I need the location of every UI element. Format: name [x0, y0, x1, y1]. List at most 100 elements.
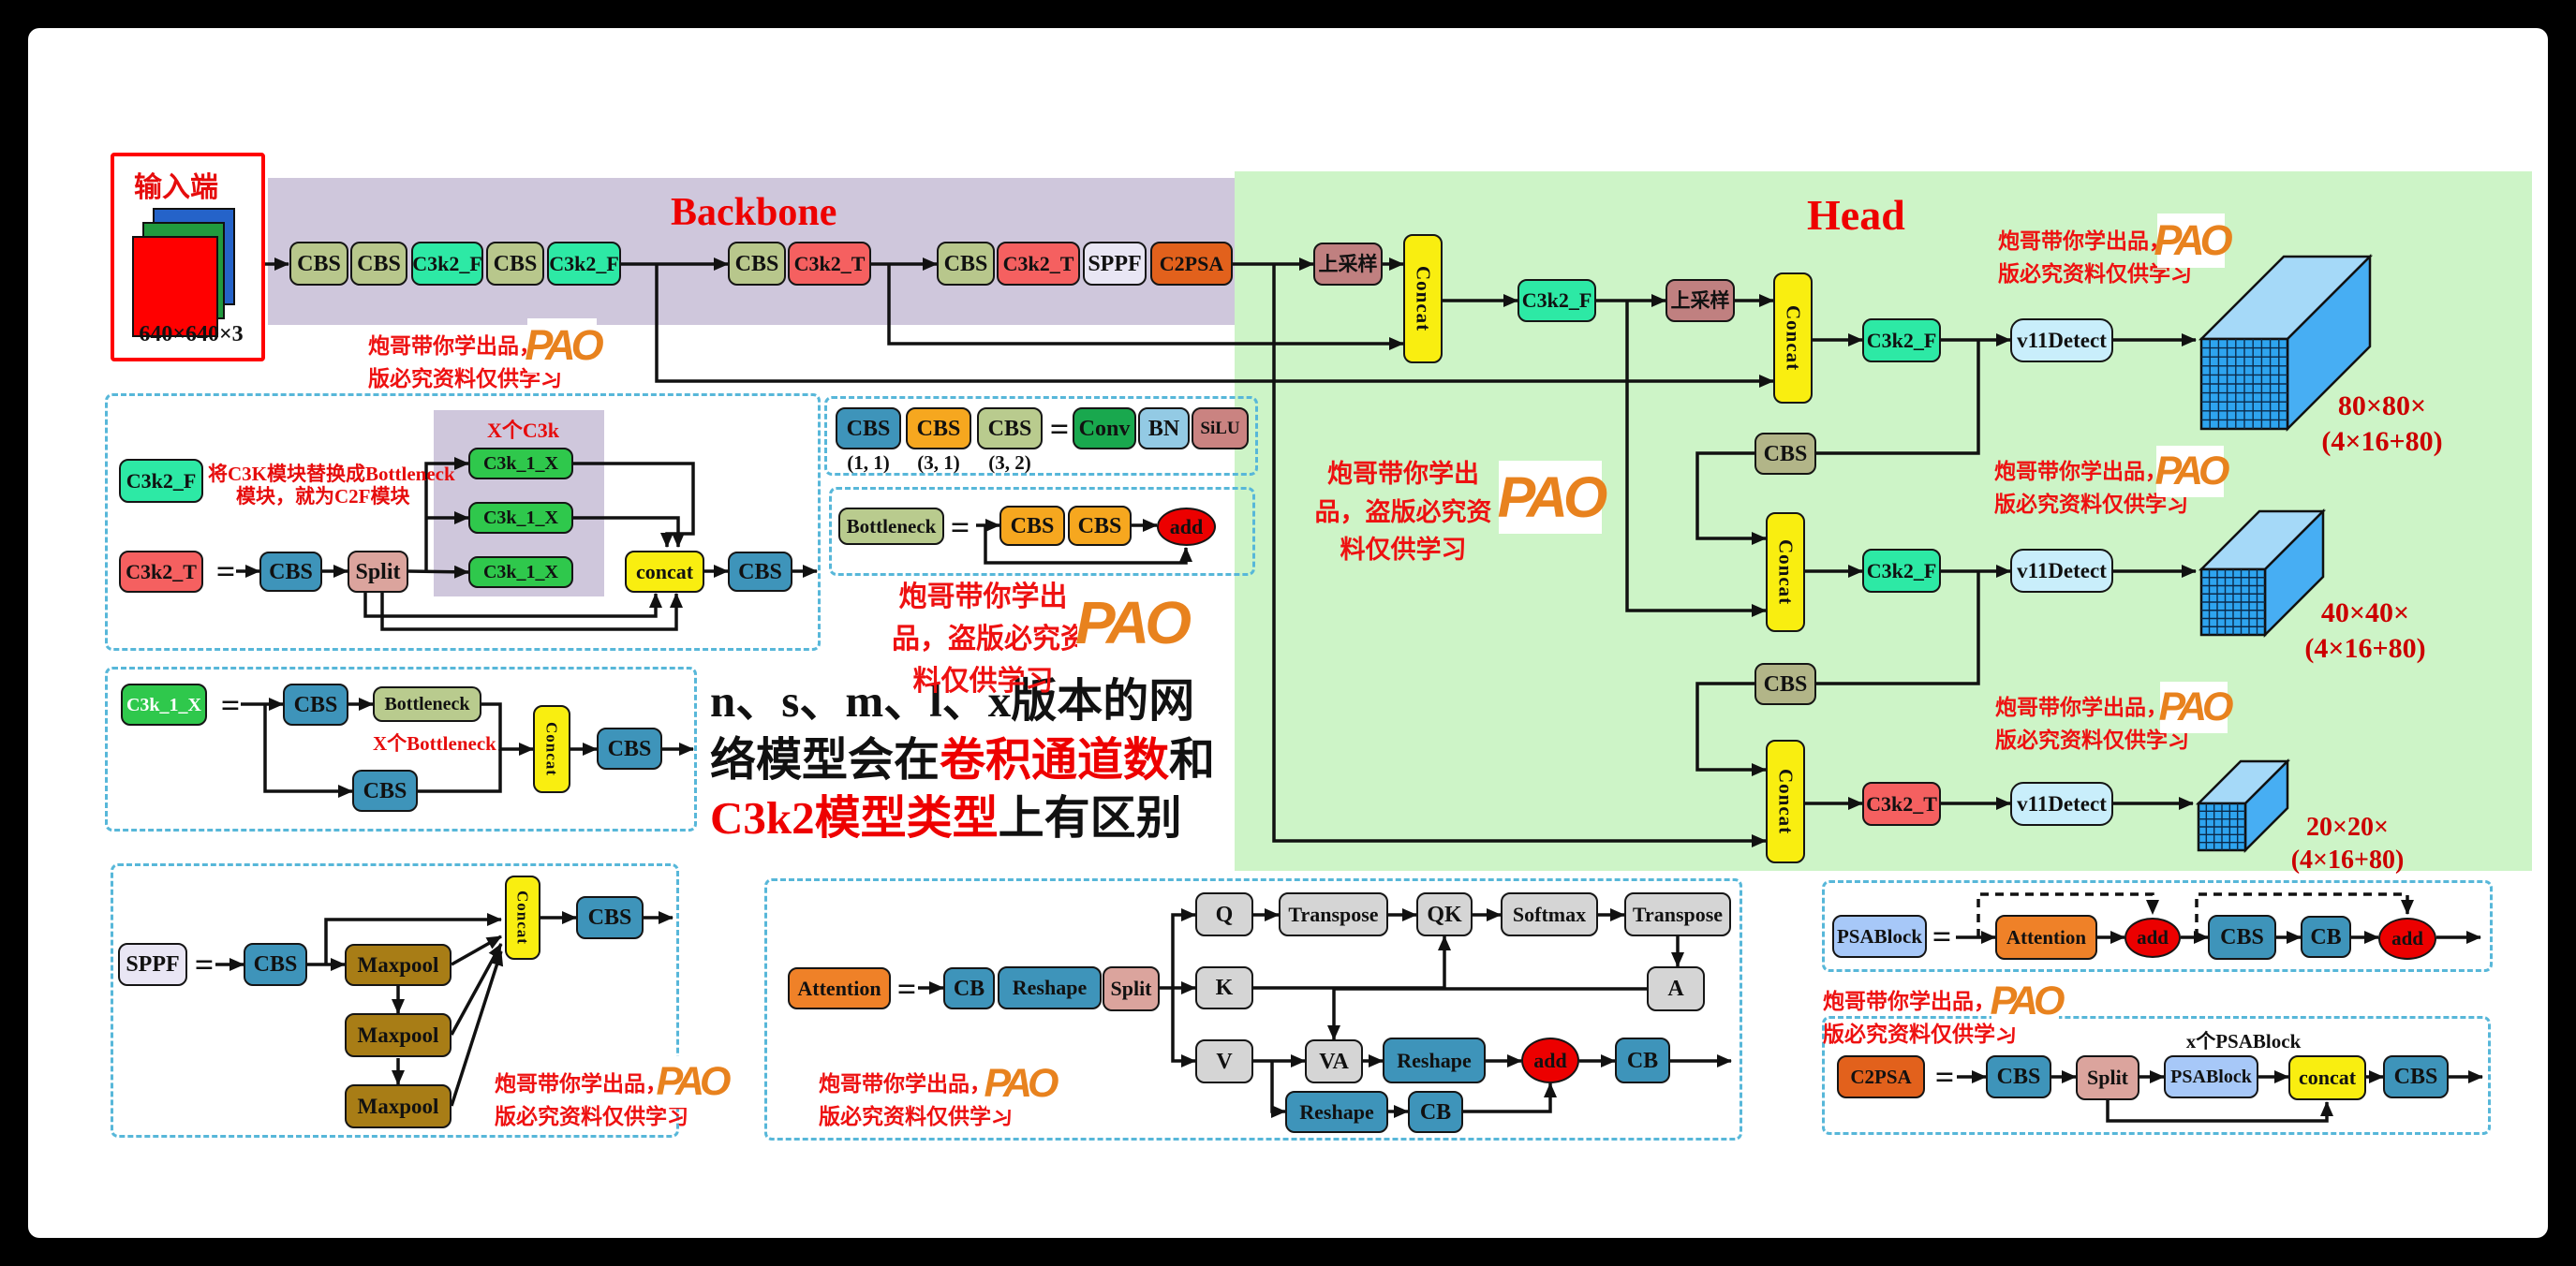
wire	[1327, 987, 1647, 1040]
legend-c3k1x-cbs-1: CBS	[283, 684, 348, 726]
watermark-text: 炮哥带你学出品，盗版必究资料仅供学习	[1994, 459, 2188, 516]
wire	[424, 457, 469, 571]
x-bottleneck-label: X个Bottleneck	[373, 732, 496, 755]
input-size-label: 640×640×3	[139, 322, 244, 346]
wire	[380, 593, 683, 631]
note-line3-red: C3k2模型类型	[710, 792, 999, 845]
head-concat-1: Concat	[1403, 234, 1443, 363]
note-line3-black: 上有区别	[998, 792, 1182, 845]
legend-c3k1x-cbs-3: CBS	[597, 728, 662, 770]
wire	[2106, 1100, 2333, 1123]
legend-cbs-orange: CBS	[906, 407, 971, 449]
output-20-size: 20×20×	[2306, 813, 2389, 842]
legend-cbs-silu: SiLU	[1192, 407, 1249, 449]
legend-psa-eq: =	[1932, 918, 1952, 955]
backbone-cbs-5: CBS	[937, 242, 995, 286]
watermark-text: 炮哥带你学出品，盗版必究资料仅供学习	[1823, 989, 2017, 1046]
cbs-kernel-31: (3, 1)	[917, 451, 960, 474]
head-v11detect-3: v11Detect	[2010, 782, 2113, 826]
legend-c3k2-cbs-1: CBS	[259, 552, 322, 592]
output-40-size: 40×40×	[2320, 597, 2410, 628]
output-cube-20	[2195, 758, 2291, 854]
watermark-text: 炮哥带你学出品，盗版必究资料仅供学习	[819, 1071, 1013, 1128]
wire	[573, 516, 685, 548]
pao-logo: PAO	[2159, 682, 2234, 733]
legend-c3k2-c3k1x-3: C3k_1_X	[468, 556, 573, 588]
legend-psa-cb: CB	[2301, 916, 2351, 958]
backbone-cbs-2: CBS	[350, 242, 407, 286]
pao-logo: PAO	[985, 1058, 1059, 1110]
legend-c3k1x-bottleneck: Bottleneck	[373, 686, 481, 722]
wire	[1976, 892, 2159, 937]
backbone-c3k2t-2: C3k2_T	[997, 242, 1080, 286]
wire	[655, 264, 1774, 388]
legend-c2psa-eq: =	[1934, 1058, 1955, 1096]
backbone-c3k2t-1: C3k2_T	[788, 242, 871, 286]
note-line2-black1: 络模型会在	[710, 733, 940, 786]
legend-c3k2-c3k1x-1: C3k_1_X	[468, 448, 573, 479]
output-label-80: 80×80× (4×16+80)	[2293, 389, 2471, 459]
wire	[324, 913, 502, 964]
legend-bottleneck-title: Bottleneck	[838, 508, 944, 545]
watermark-text: 炮哥带你学出品，盗版必究资料仅供学习	[495, 1071, 688, 1128]
legend-sppf-concat: Concat	[505, 876, 540, 960]
wire	[1171, 908, 1196, 988]
wire	[1625, 301, 1767, 617]
legend-box-psablock	[1822, 880, 2493, 972]
legend-attn-transpose-1: Transpose	[1279, 892, 1388, 936]
cbs-kernel-11: (1, 1)	[847, 451, 890, 474]
legend-attn-title: Attention	[788, 967, 891, 1009]
legend-attn-add: add	[1521, 1038, 1579, 1083]
wire	[481, 702, 534, 756]
output-label-20: 20×20× (4×16+80)	[2263, 811, 2432, 876]
legend-c2psa-title: C2PSA	[1837, 1055, 1925, 1098]
head-v11detect-2: v11Detect	[2010, 549, 2113, 593]
output-20-channels: (4×16+80)	[2290, 846, 2405, 875]
output-cube-80	[2198, 253, 2374, 433]
legend-attn-reshape-3: Reshape	[1285, 1091, 1388, 1133]
legend-psa-add-1: add	[2124, 918, 2181, 958]
legend-box-c3k1x	[105, 667, 697, 832]
backbone-c3k2f-2: C3k2_F	[547, 242, 621, 286]
legend-attn-eq: =	[896, 970, 917, 1008]
note-line1: n、s、m、l、x版本的网	[710, 675, 1195, 727]
wire	[1463, 1082, 1557, 1113]
wire	[450, 950, 504, 1107]
wire	[984, 525, 1192, 565]
input-label: 输入端	[134, 172, 218, 203]
legend-box-attention	[764, 878, 1742, 1141]
pao-logo: PAO	[657, 1056, 732, 1108]
legend-c2psa-split: Split	[2076, 1055, 2139, 1100]
legend-c3k1x-concat: Concat	[533, 705, 570, 793]
pao-logo: PAO	[2155, 446, 2230, 497]
output-40-channels: (4×16+80)	[2304, 632, 2426, 664]
backbone-cbs-3: CBS	[486, 242, 544, 286]
pao-logo: PAO	[525, 318, 604, 373]
legend-psa-attention: Attention	[1995, 915, 2097, 960]
legend-box-sppf	[111, 863, 679, 1138]
legend-c3k2-concat: concat	[625, 551, 704, 593]
wire	[1816, 571, 1980, 685]
cbs-kernel-32: (3, 2)	[988, 451, 1031, 474]
legend-attn-q: Q	[1195, 892, 1253, 936]
legend-psa-cbs: CBS	[2208, 915, 2276, 960]
legend-box-c3k2	[105, 393, 821, 651]
legend-c3k2-c3k2t: C3k2_T	[119, 551, 203, 593]
legend-c3k2-cbs-2: CBS	[728, 552, 792, 592]
head-c3k2f-2: C3k2_F	[1862, 318, 1941, 362]
wire	[263, 704, 353, 798]
legend-sppf-maxpool-2: Maxpool	[345, 1013, 452, 1057]
legend-box-c2psa	[1822, 1016, 2491, 1135]
head-v11detect-1: v11Detect	[2010, 318, 2113, 362]
legend-sppf-maxpool-3: Maxpool	[345, 1084, 452, 1128]
wire	[451, 935, 502, 966]
legend-attn-k: K	[1195, 966, 1253, 1009]
backbone-sppf: SPPF	[1083, 242, 1147, 286]
c3k2f-note-line1: 将C3K模块替换成Bottleneck	[208, 463, 455, 485]
legend-attn-cb-3: CB	[1408, 1091, 1463, 1133]
legend-c2psa-concat: concat	[2288, 1055, 2366, 1100]
legend-c3k2-c3k2f: C3k2_F	[119, 459, 203, 503]
watermark-text: 炮哥带你学出品，盗版必究资料仅供学习	[1995, 695, 2189, 752]
